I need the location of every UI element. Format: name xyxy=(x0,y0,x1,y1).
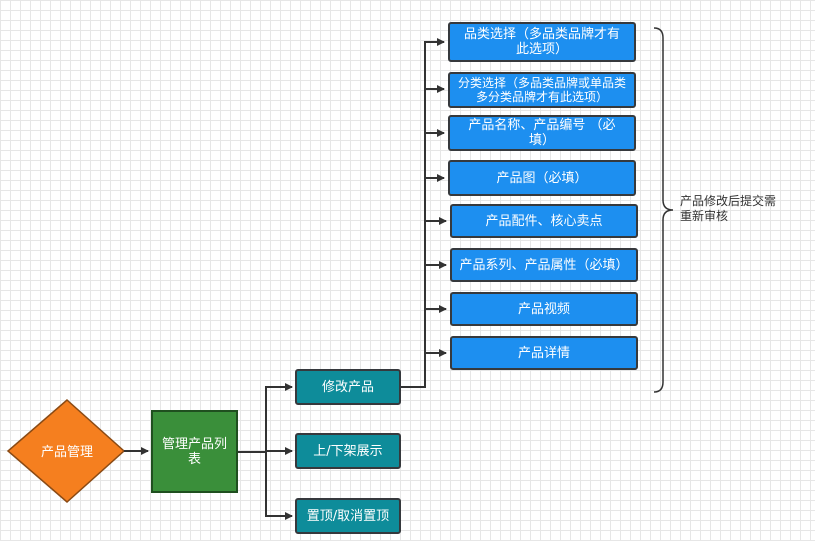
edge-modify-field-7 xyxy=(401,305,447,388)
edge-modify-field-8 xyxy=(401,349,447,388)
edge-modify-field-6 xyxy=(401,261,447,388)
action-modify-node[interactable]: 修改产品 xyxy=(295,369,401,405)
review-note: 产品修改后提交需重新审核 xyxy=(680,194,777,223)
edge-modify-field-4 xyxy=(401,174,445,388)
action-pin-label: 置顶/取消置顶 xyxy=(306,508,390,524)
field-accessories-node[interactable]: 产品配件、核心卖点 xyxy=(450,204,638,238)
field-series-attributes-label: 产品系列、产品属性（必填） xyxy=(459,257,629,273)
field-category-label: 品类选择（多品类品牌才有此选项） xyxy=(463,27,620,57)
action-shelf-label: 上/下架展示 xyxy=(313,443,383,459)
action-shelf-node[interactable]: 上/下架展示 xyxy=(295,433,401,469)
edge-modify-field-5 xyxy=(401,217,447,388)
list-node[interactable]: 管理产品列表 xyxy=(151,410,238,493)
field-image-node[interactable]: 产品图（必填） xyxy=(448,160,636,196)
field-accessories-label: 产品配件、核心卖点 xyxy=(485,213,603,229)
root-diamond xyxy=(6,399,126,503)
field-details-label: 产品详情 xyxy=(517,345,570,361)
edge-modify-field-3 xyxy=(401,129,445,388)
right-curly-brace xyxy=(653,27,674,393)
field-details-node[interactable]: 产品详情 xyxy=(450,336,638,370)
field-category-node[interactable]: 品类选择（多品类品牌才有此选项） xyxy=(448,22,636,62)
root-node-label: 产品管理 xyxy=(40,444,93,460)
action-modify-label: 修改产品 xyxy=(321,379,374,395)
field-image-label: 产品图（必填） xyxy=(496,170,588,186)
list-node-label: 管理产品列表 xyxy=(161,436,227,467)
edge-list-modify xyxy=(238,383,293,453)
field-video-label: 产品视频 xyxy=(517,301,570,317)
action-pin-node[interactable]: 置顶/取消置顶 xyxy=(295,498,401,534)
field-video-node[interactable]: 产品视频 xyxy=(450,292,638,326)
field-series-attributes-node[interactable]: 产品系列、产品属性（必填） xyxy=(450,248,638,282)
edge-list-pin xyxy=(238,451,293,520)
edge-modify-field-1 xyxy=(401,38,445,388)
field-name-number-node[interactable]: 产品名称、产品编号 （必填） xyxy=(448,115,636,151)
field-classification-node[interactable]: 分类选择（多品类品牌或单品类多分类品牌才有此选项） xyxy=(448,72,636,108)
field-classification-label: 分类选择（多品类品牌或单品类多分类品牌才有此选项） xyxy=(457,76,626,104)
field-name-number-label: 产品名称、产品编号 （必填） xyxy=(468,118,616,148)
